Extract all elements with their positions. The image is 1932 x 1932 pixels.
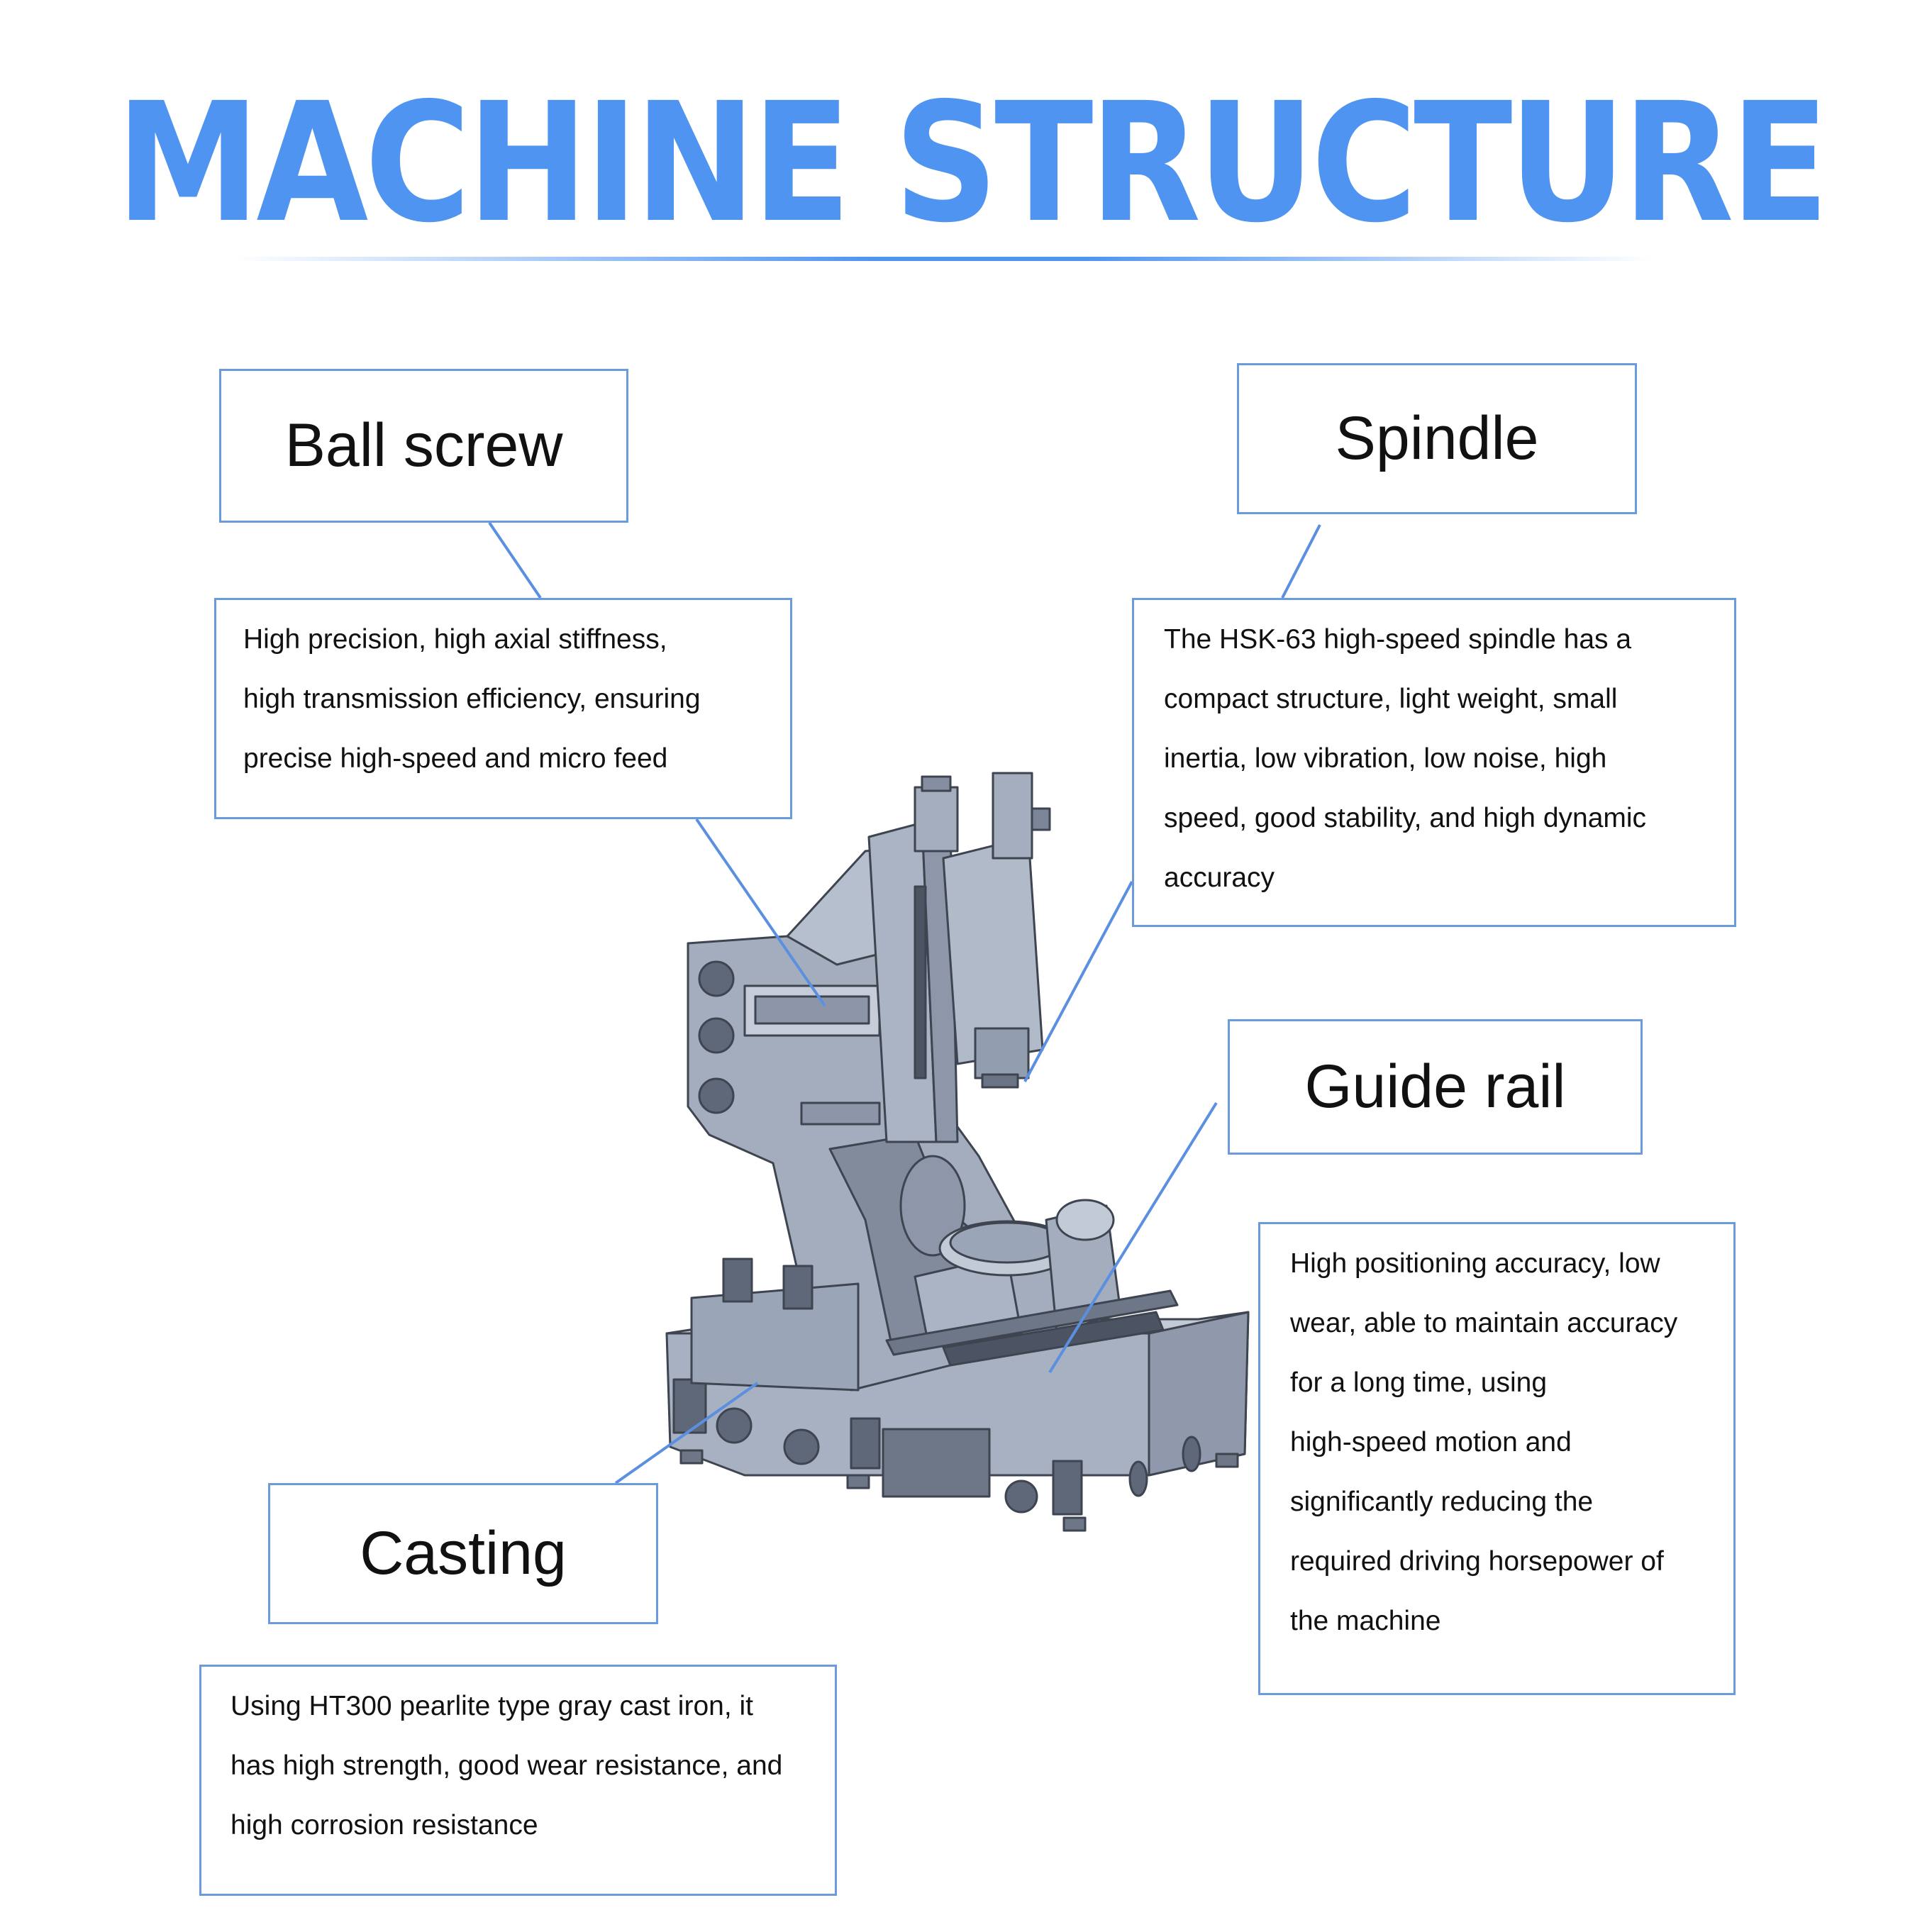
spindle-description-line: accuracy (1164, 862, 1275, 893)
guide-rail-label: Guide rail (1304, 1053, 1566, 1121)
guide-rail-leader (1048, 1101, 1218, 1374)
guide-rail-description-line: High positioning accuracy, low (1290, 1248, 1660, 1279)
spindle-description-line: speed, good stability, and high dynamic (1164, 803, 1647, 833)
casting-label-box: Casting (268, 1483, 658, 1624)
spindle-label-box: Spindle (1237, 363, 1637, 514)
guide-rail-description-line: required driving horsepower of (1290, 1546, 1664, 1577)
spindle-description-line: compact structure, light weight, small (1164, 684, 1618, 714)
spindle-description-line: inertia, low vibration, low noise, high (1164, 743, 1607, 774)
ball-screw-description-line: high transmission efficiency, ensuring (243, 684, 701, 714)
guide-rail-description-line: for a long time, using (1290, 1367, 1548, 1398)
machine-body (665, 772, 1250, 1532)
casting-description-line: high corrosion resistance (231, 1810, 538, 1841)
guide-rail-label-box: Guide rail (1228, 1019, 1643, 1155)
casting-label: Casting (360, 1519, 567, 1587)
guide-rail-description-line: high-speed motion and (1290, 1427, 1572, 1458)
ball-screw-description-line: High precision, high axial stiffness, (243, 624, 667, 655)
page-title: MACHINE STRUCTURE (116, 67, 1829, 259)
casting-description-line: has high strength, good wear resistance,… (231, 1750, 783, 1781)
ball-screw-leader-top (488, 521, 542, 599)
spindle-leader-top (1281, 524, 1321, 599)
ball-screw-description-line: precise high-speed and micro feed (243, 743, 668, 774)
spindle-description-box: The HSK-63 high-speed spindle has a comp… (1132, 598, 1736, 927)
guide-rail-description-box: High positioning accuracy, low wear, abl… (1258, 1222, 1736, 1695)
casting-description-box: Using HT300 pearlite type gray cast iron… (199, 1665, 837, 1896)
ball-screw-description-box: High precision, high axial stiffness, hi… (214, 598, 792, 819)
spindle-label: Spindle (1335, 404, 1539, 472)
ball-screw-label-box: Ball screw (219, 369, 628, 523)
guide-rail-description-line: significantly reducing the (1290, 1487, 1594, 1517)
ball-screw-leader-bottom (695, 818, 826, 1007)
callout-lines (488, 521, 1321, 1484)
spindle-description-line: The HSK-63 high-speed spindle has a (1164, 624, 1632, 655)
casting-leader (614, 1382, 759, 1484)
spindle-leader-bottom (1023, 881, 1133, 1082)
title-underline (234, 257, 1653, 261)
guide-rail-description-line: the machine (1290, 1606, 1441, 1636)
ball-screw-label: Ball screw (284, 411, 563, 479)
guide-rail-description-line: wear, able to maintain accuracy (1290, 1308, 1678, 1338)
casting-description-line: Using HT300 pearlite type gray cast iron… (231, 1691, 754, 1721)
